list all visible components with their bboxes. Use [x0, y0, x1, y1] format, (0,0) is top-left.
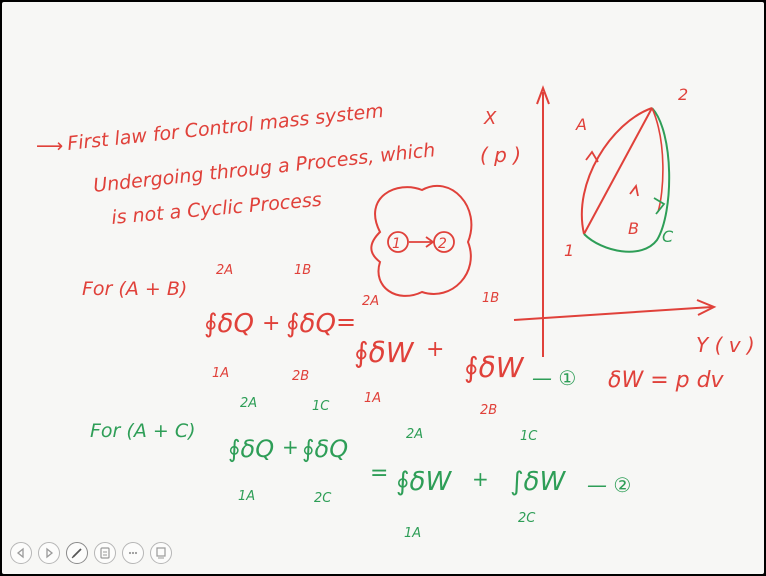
pen-icon: [71, 548, 82, 559]
state-1-point-label: 1: [564, 241, 574, 260]
state-2-point-label: 2: [678, 85, 688, 104]
eq2-int1-upper: 2A: [240, 396, 257, 411]
eq2-int3: ∮δW: [396, 467, 452, 497]
more-options-button[interactable]: [122, 542, 144, 564]
eq2-int2-upper: 1C: [312, 399, 330, 414]
for-ac-label: For (A + C): [90, 420, 196, 442]
y-axis-label: Y ( v ): [696, 333, 755, 357]
eq1-int2-upper: 1B: [294, 263, 311, 278]
eq1-int1: ∮δQ: [204, 309, 254, 339]
eq1-plus-1: +: [262, 311, 280, 336]
presentation-toolbar: [10, 542, 172, 566]
next-slide-button[interactable]: [38, 542, 60, 564]
x-axis-label: X: [483, 108, 497, 129]
statement-line-3: is not a Cyclic Process: [111, 189, 323, 229]
next-icon: [46, 547, 54, 559]
eq1-int4-lower: 2B: [480, 403, 497, 418]
eq2-int2-lower: 2C: [314, 491, 332, 506]
eq2-plus-2: +: [472, 467, 489, 491]
eq1-int4-upper: 1B: [482, 291, 499, 306]
eq2-equals: =: [370, 461, 388, 486]
pen-tool-button[interactable]: [66, 542, 88, 564]
eq2-int4-lower: 2C: [518, 511, 536, 526]
eq1-int4: ∮δW: [464, 351, 525, 384]
statement-line-1: First law for Control mass system: [66, 100, 384, 155]
path-b-label: B: [628, 219, 639, 238]
eq2-int1-lower: 1A: [238, 489, 255, 504]
previous-slide-button[interactable]: [10, 542, 32, 564]
eq2-int4-upper: 1C: [520, 429, 538, 444]
eq2-tag: — ②: [587, 473, 631, 497]
eq1-int3-lower: 1A: [364, 391, 381, 406]
eq2-int1: ∮δQ: [228, 435, 274, 463]
slide-view-button[interactable]: [150, 542, 172, 564]
eq1-int3-upper: 2A: [362, 294, 379, 309]
equation-1: For (A + B) 2A ∮δQ 1A + 1B ∮δQ 2B = 2A ∮…: [82, 263, 525, 418]
y-axis-line: [513, 306, 713, 321]
eq1-int1-lower: 1A: [212, 366, 229, 381]
slide-view-icon: [156, 547, 166, 559]
x-axis-variable: ( p ): [480, 143, 521, 167]
eq2-int3-lower: 1A: [404, 526, 421, 541]
eq1-tag: — ①: [532, 366, 576, 390]
eq2-int4: ∫δW: [510, 467, 566, 497]
eq1-plus-2: +: [426, 337, 444, 362]
eq1-int2-lower: 2B: [292, 369, 309, 384]
path-c-label: C: [662, 227, 674, 246]
state-1-label: 1: [392, 236, 401, 252]
process-sketch: 1 2: [370, 184, 473, 297]
eq1-equals: =: [336, 308, 356, 336]
state-2-label: 2: [438, 236, 447, 252]
for-ab-label: For (A + B): [82, 278, 187, 300]
path-a-label: A: [575, 115, 587, 134]
eq2-int3-upper: 2A: [406, 427, 423, 442]
pv-diagram: X ( p ) Y ( v ) A B C 1 2: [480, 85, 755, 357]
work-definition: δW = p dv: [608, 368, 725, 393]
eq2-int2: ∮δQ: [302, 435, 348, 463]
eq2-plus-1: +: [282, 435, 299, 459]
highlighter-icon: [100, 547, 110, 559]
equation-2: For (A + C) 2A ∮δQ 1A + 1C ∮δQ 2C = 2A ∮…: [90, 396, 631, 541]
eq1-int3: ∮δW: [354, 336, 415, 369]
eq1-int1-upper: 2A: [216, 263, 233, 278]
previous-icon: [16, 547, 24, 559]
statement-line-2: Undergoing throug a Process, which: [92, 139, 436, 197]
statement-arrow: ⟶: [36, 135, 63, 157]
highlighter-tool-button[interactable]: [94, 542, 116, 564]
more-options-icon: [128, 551, 138, 555]
eq1-int2: ∮δQ: [286, 309, 336, 339]
